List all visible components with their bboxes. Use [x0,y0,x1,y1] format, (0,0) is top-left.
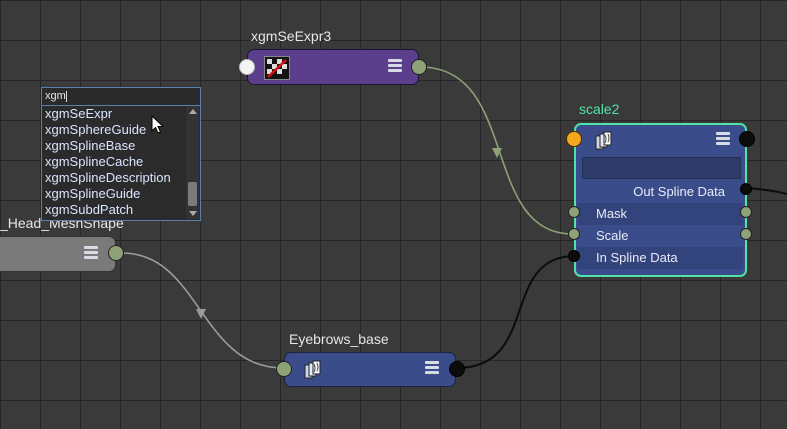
scale-attr-input-port[interactable] [568,228,580,240]
port-row-in-spline: In Spline Data [578,247,743,269]
port-label-mask: Mask [596,206,628,221]
list-item[interactable]: xgmSplineGuide [45,186,141,201]
scale-attr-output-port[interactable] [740,228,752,240]
spline-cache-icon [593,130,615,152]
eyebrows-input-port[interactable] [276,361,292,377]
port-label-in-spline: In Spline Data [596,250,678,265]
port-row-scale: Scale [578,225,743,247]
port-row-out-spline: Out Spline Data [578,181,743,203]
checker-expr-icon [264,56,290,80]
mask-output-port[interactable] [740,206,752,218]
mask-input-port[interactable] [568,206,580,218]
scroll-down-icon[interactable] [189,211,197,216]
node-menu-icon[interactable] [716,132,730,146]
mesh-output-port[interactable] [108,245,124,261]
scale-node-label: scale2 [579,101,620,117]
se-expr-node[interactable] [247,49,419,85]
node-search-input[interactable]: xgm [41,87,201,106]
list-item[interactable]: xgmSplineCache [45,154,144,169]
se-expr-node-label: xgmSeExpr3 [251,28,332,44]
scale-output-port[interactable] [739,131,755,147]
eyebrows-node[interactable] [284,352,456,387]
port-row-mask: Mask [578,203,743,225]
node-menu-icon[interactable] [425,361,439,375]
port-label-scale: Scale [596,228,629,243]
port-label-out-spline: Out Spline Data [633,184,725,199]
eyebrows-node-label: Eyebrows_base [289,331,389,347]
list-item[interactable]: xgmSeExpr [45,106,113,121]
eyebrows-output-port[interactable] [449,361,465,377]
mesh-node[interactable] [0,236,116,272]
scale-input-port[interactable] [566,131,582,147]
mouse-cursor-icon [151,115,165,134]
out-spline-port[interactable] [740,183,752,195]
scroll-up-icon[interactable] [189,109,197,114]
node-name-field[interactable] [582,157,741,179]
list-item[interactable]: xgmSplineDescription [45,170,171,185]
list-item[interactable]: xgmSubdPatch [45,202,134,217]
node-menu-icon[interactable] [388,59,402,73]
list-scrollbar[interactable] [186,106,199,219]
list-item[interactable]: xgmSphereGuide [45,122,147,137]
spline-cache-icon [302,359,324,381]
in-spline-port[interactable] [568,250,580,262]
search-results-list[interactable]: xgmSeExpr xgmSphereGuide xgmSplineBase x… [41,106,201,221]
scale-node[interactable]: Out Spline Data Mask Scale In Spline Dat… [574,123,747,277]
se-expr-output-port[interactable] [411,59,427,75]
list-item[interactable]: xgmSplineBase [45,138,136,153]
scroll-thumb[interactable] [188,182,197,206]
node-menu-icon[interactable] [84,246,98,260]
search-query-text: xgm [45,90,66,102]
se-expr-input-port[interactable] [239,59,255,75]
